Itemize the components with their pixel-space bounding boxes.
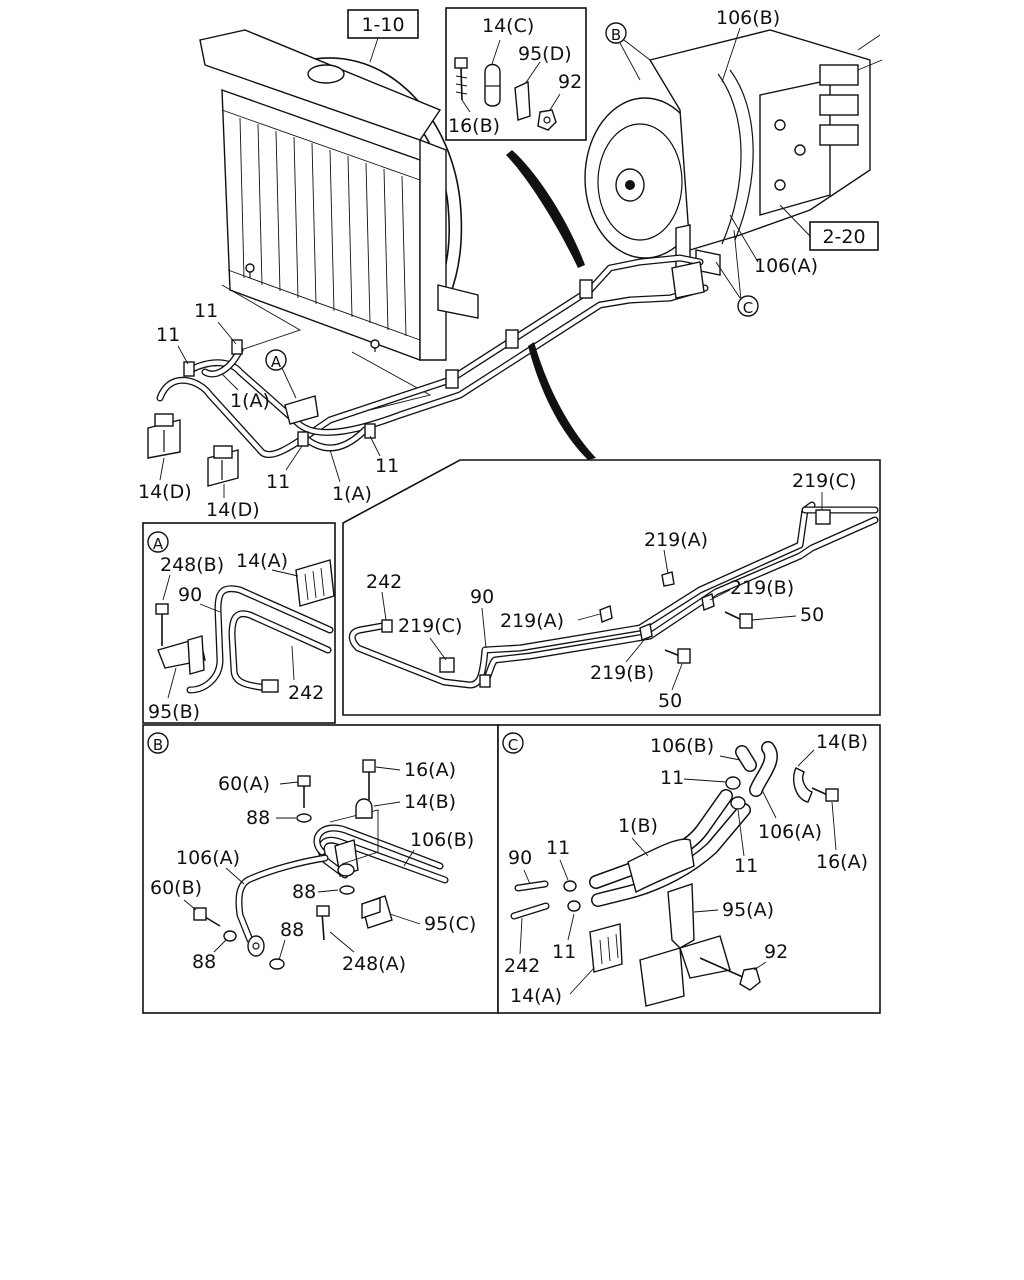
panel-c-label-90: 90 bbox=[508, 847, 532, 869]
radiator-fins bbox=[239, 117, 407, 337]
panel-a-label-248b: 248(B) bbox=[160, 554, 224, 576]
lines-label-90: 90 bbox=[470, 586, 494, 608]
radiator-assembly bbox=[199, 29, 479, 411]
panel-b-label-248a: 248(A) bbox=[342, 953, 406, 975]
label-11-b: 11 bbox=[156, 324, 180, 346]
panel-a-marker-circle bbox=[147, 531, 169, 553]
marker-a-circle bbox=[265, 349, 287, 371]
panel-b-marker: B bbox=[153, 736, 163, 754]
panel-b-label-88-b: 88 bbox=[292, 881, 316, 903]
label-11-d: 11 bbox=[375, 455, 399, 477]
panel-b-label-106b: 106(B) bbox=[410, 829, 474, 851]
lines-label-219a-mid: 219(A) bbox=[500, 610, 564, 632]
panel-lines-frame bbox=[342, 459, 881, 716]
label-11-c: 11 bbox=[266, 471, 290, 493]
panel-c-marker: C bbox=[508, 736, 518, 754]
panel-b-label-95c: 95(C) bbox=[424, 913, 476, 935]
panel-b-label-60b: 60(B) bbox=[150, 877, 202, 899]
lines-label-219b-bot: 219(B) bbox=[590, 662, 654, 684]
panel-c-label-11-c: 11 bbox=[734, 855, 758, 877]
panel-a-label-14a: 14(A) bbox=[236, 550, 288, 572]
marker-c-label: C bbox=[743, 299, 753, 317]
label-106b-top: 106(B) bbox=[716, 7, 780, 29]
panel-b-label-14b: 14(B) bbox=[404, 791, 456, 813]
panel-a-label-90: 90 bbox=[178, 584, 202, 606]
panel-c-drawing bbox=[510, 741, 839, 1007]
panel-c-label-14a: 14(A) bbox=[510, 985, 562, 1007]
ref-label-2-20: 2-20 bbox=[822, 226, 865, 248]
panel-c-label-95a: 95(A) bbox=[722, 899, 774, 921]
panel-c-label-242: 242 bbox=[504, 955, 540, 977]
panel-b-label-60a: 60(A) bbox=[218, 773, 270, 795]
panel-c-label-11-a: 11 bbox=[660, 767, 684, 789]
panel-c-label-1b: 1(B) bbox=[618, 815, 658, 837]
label-92-top: 92 bbox=[558, 71, 582, 93]
lines-label-242: 242 bbox=[366, 571, 402, 593]
panel-a-label-95b: 95(B) bbox=[148, 701, 200, 723]
panel-c-label-14b: 14(B) bbox=[816, 731, 868, 753]
bolt-50-bottom bbox=[664, 648, 691, 664]
label-1a-a: 1(A) bbox=[230, 390, 270, 412]
clip-14d-left bbox=[147, 413, 181, 459]
panel-b-label-88-d: 88 bbox=[192, 951, 216, 973]
panel-b-drawing bbox=[193, 759, 449, 970]
lines-label-219b-top: 219(B) bbox=[730, 577, 794, 599]
panel-lines-drawing bbox=[348, 501, 879, 689]
panel-b-label-88-a: 88 bbox=[246, 807, 270, 829]
label-14d-b: 14(D) bbox=[206, 499, 260, 521]
panel-b-marker-circle bbox=[147, 732, 169, 754]
pointer-swoosh-mid bbox=[528, 342, 596, 460]
panel-c-label-106a: 106(A) bbox=[758, 821, 822, 843]
label-14c: 14(C) bbox=[482, 15, 534, 37]
marker-b-label: B bbox=[611, 26, 621, 44]
bolt-50-right bbox=[724, 611, 753, 629]
panel-a-frame bbox=[142, 522, 336, 724]
lines-label-219c-top: 219(C) bbox=[792, 470, 856, 492]
panel-b-label-106a: 106(A) bbox=[176, 847, 240, 869]
pointer-swoosh-top bbox=[506, 150, 585, 268]
panel-c-label-11-d: 11 bbox=[552, 941, 576, 963]
panel-c-marker-circle bbox=[502, 732, 524, 754]
ref-label-1-10: 1-10 bbox=[361, 14, 404, 36]
label-106a-top: 106(A) bbox=[754, 255, 818, 277]
panel-a-label-242: 242 bbox=[288, 682, 324, 704]
marker-a-label: A bbox=[271, 353, 282, 371]
hardware-inset bbox=[445, 7, 587, 141]
panel-c-label-16a: 16(A) bbox=[816, 851, 868, 873]
cooler-lines-main bbox=[156, 254, 709, 459]
lines-label-219c-left: 219(C) bbox=[398, 615, 462, 637]
lines-label-219a-top: 219(A) bbox=[644, 529, 708, 551]
label-16b: 16(B) bbox=[448, 115, 500, 137]
marker-c-circle bbox=[737, 295, 759, 317]
panel-c-label-106b: 106(B) bbox=[650, 735, 714, 757]
label-14d-a: 14(D) bbox=[138, 481, 192, 503]
marker-b-circle bbox=[605, 22, 627, 44]
panel-c-label-92: 92 bbox=[764, 941, 788, 963]
panel-c-label-11-b: 11 bbox=[546, 837, 570, 859]
ref-box-1-10 bbox=[347, 9, 419, 39]
lines-label-50-bot: 50 bbox=[658, 690, 682, 712]
lines-label-50-right: 50 bbox=[800, 604, 824, 626]
label-95d: 95(D) bbox=[518, 43, 572, 65]
panel-a-marker: A bbox=[153, 535, 164, 553]
label-1a-b: 1(A) bbox=[332, 483, 372, 505]
panel-a-drawing bbox=[155, 559, 335, 694]
clip-14d-right bbox=[207, 445, 239, 487]
label-11-a: 11 bbox=[194, 300, 218, 322]
panel-b-label-88-c: 88 bbox=[280, 919, 304, 941]
panel-b-label-16a: 16(A) bbox=[404, 759, 456, 781]
